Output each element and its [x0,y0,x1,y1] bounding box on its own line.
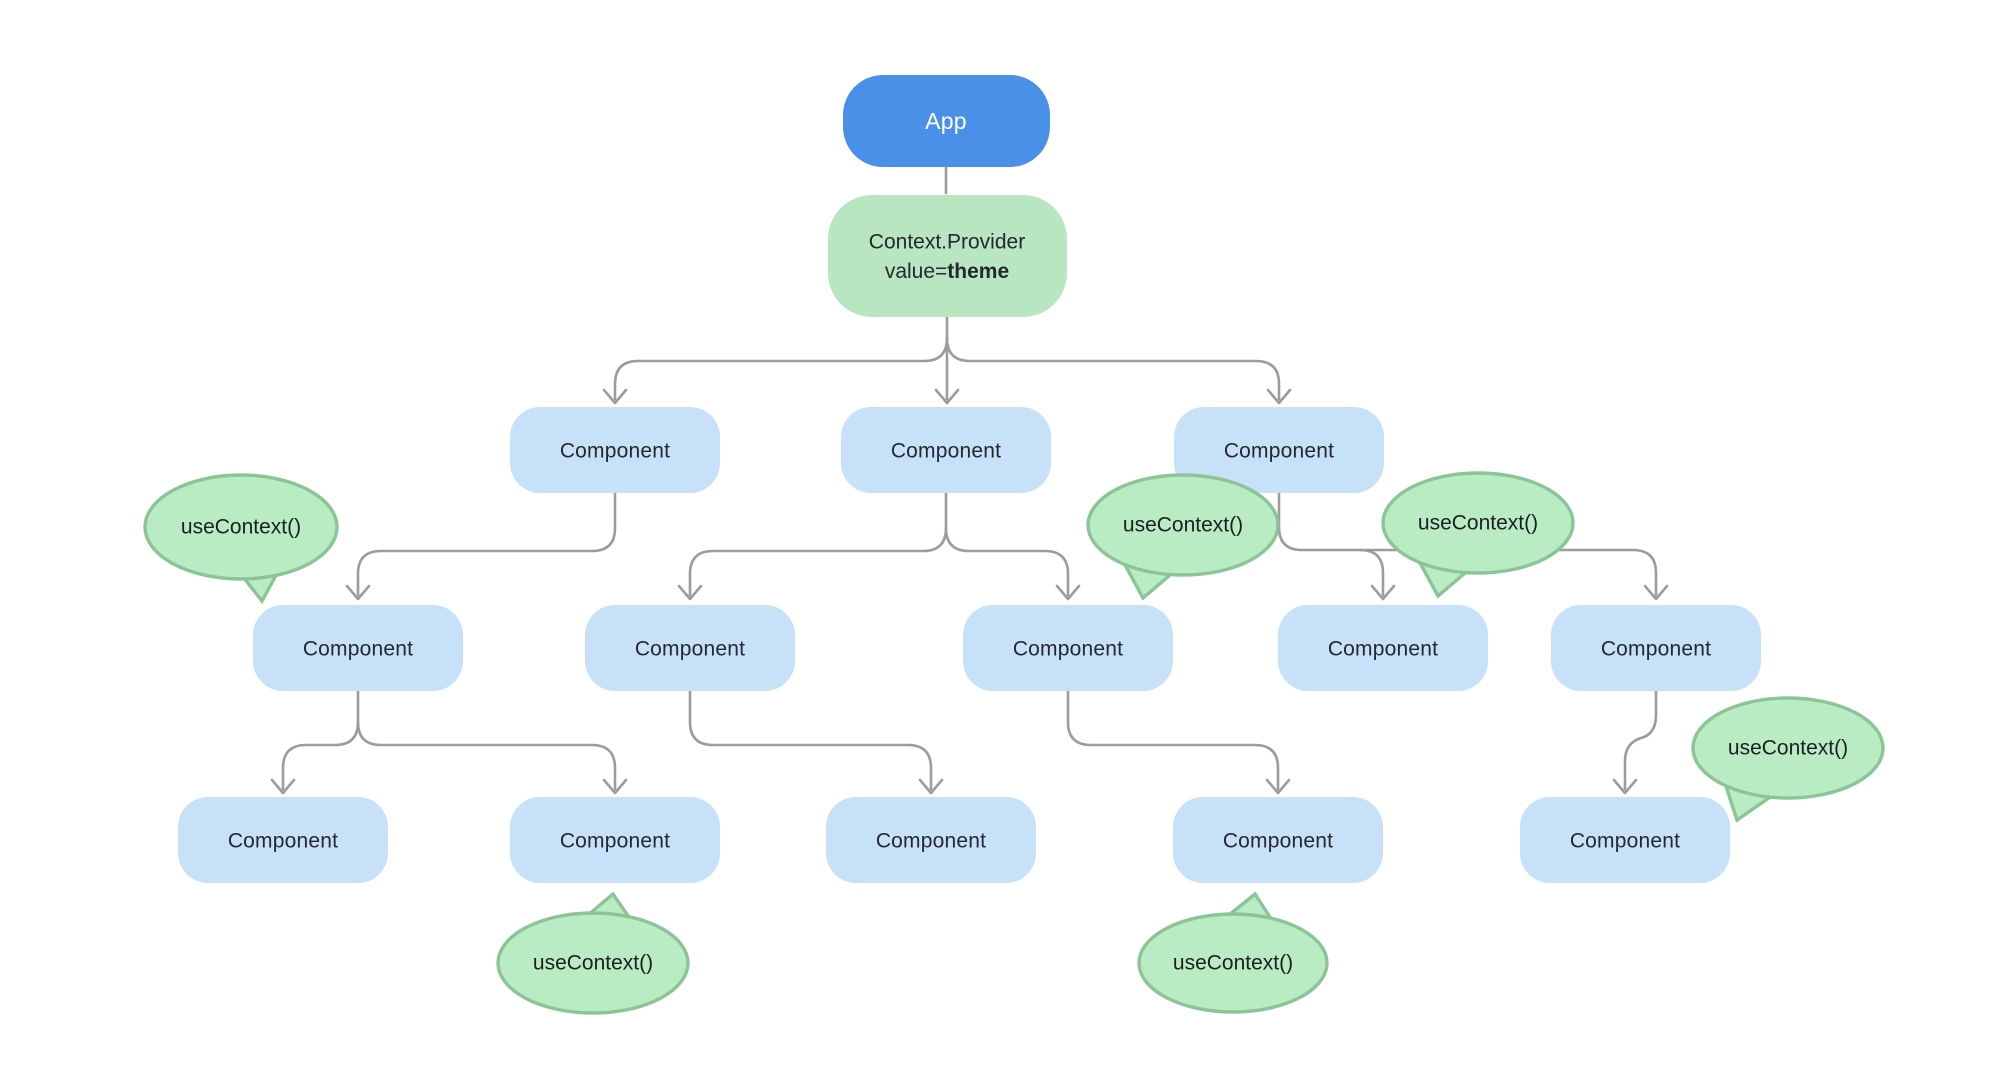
usecontext-bubble: useContext() [1137,891,1329,1014]
component-box [178,797,388,883]
component-box [963,605,1173,691]
component-box [826,797,1036,883]
edge-l2-1-to-l3-1 [356,491,617,597]
component-label: Component [1570,830,1680,853]
component-node: Component [1174,407,1384,493]
component-label: Component [560,440,670,463]
component-box [510,797,720,883]
bubble-label: useContext() [1123,514,1243,537]
edge-l2-3-to-l3-4 [1358,548,1385,597]
edge-l3-3-to-l4-4 [1066,689,1280,791]
component-node: Component [826,797,1036,883]
component-label: Component [1013,638,1123,661]
bubble-ellipse [1691,696,1885,800]
provider-prop-prefix: value= [885,260,947,283]
edge-l3-5-to-l4-5 [1623,689,1658,791]
edge-l3-1-to-l4-2 [356,720,617,791]
component-label: Component [1223,830,1333,853]
provider-prop-value: theme [947,260,1009,283]
component-node: Component [585,605,795,691]
component-label: Component [891,440,1001,463]
arrowhead [918,778,944,795]
component-node: Component [963,605,1173,691]
component-label: Component [1328,638,1438,661]
edges [270,165,1669,795]
provider-name: Context.Provider [869,231,1025,254]
usecontext-bubble: useContext() [1381,471,1575,599]
usecontext-bubble: useContext() [143,473,339,605]
component-label: Component [1601,638,1711,661]
app-box [843,75,1050,167]
provider-prop: value=theme [885,260,1009,283]
arrowhead [934,388,960,405]
edge-l2-2-to-l3-2 [688,491,948,597]
component-label: Component [560,830,670,853]
bubble-label: useContext() [1173,952,1293,975]
arrowhead [1265,778,1291,795]
component-label: Component [635,638,745,661]
app-label: App [925,108,967,134]
bubble-label: useContext() [1728,737,1848,760]
edge-provider-to-component-l2-1 [613,336,949,401]
component-box [1278,605,1488,691]
arrowhead [1643,584,1669,601]
component-node: Component [841,407,1051,493]
provider-node: Context.Provider value=theme [828,195,1067,317]
app-node: App [843,75,1050,167]
edge-l2-2-to-l3-3 [944,526,1070,597]
bubble-ellipse [1086,473,1280,577]
edge-l3-2-to-l4-3 [688,689,933,791]
arrowhead [1055,584,1081,601]
usecontext-bubble: useContext() [496,891,690,1015]
arrowhead [1612,778,1638,795]
usecontext-bubble: useContext() [1086,473,1280,601]
bubble-ellipse [496,911,690,1015]
component-node: Component [510,797,720,883]
bubble-ellipse [1381,471,1575,575]
component-box [253,605,463,691]
bubble-ellipse [1137,912,1329,1014]
edge-l3-1-to-l4-1 [281,689,360,791]
component-box [510,407,720,493]
component-box [1520,797,1730,883]
arrowhead [1266,388,1292,405]
component-box [841,407,1051,493]
component-node: Component [1173,797,1383,883]
arrowhead [677,584,703,601]
component-node: Component [1278,605,1488,691]
arrowhead [602,778,628,795]
component-label: Component [1224,440,1334,463]
component-label: Component [876,830,986,853]
component-label: Component [303,638,413,661]
component-node: Component [178,797,388,883]
component-box [1551,605,1761,691]
arrowhead [270,778,296,795]
component-node: Component [253,605,463,691]
usecontext-bubble: useContext() [1691,696,1885,823]
component-label: Component [228,830,338,853]
component-node: Component [510,407,720,493]
arrowhead [345,584,371,601]
bubble-label: useContext() [1418,512,1538,535]
component-box [1174,407,1384,493]
component-box [585,605,795,691]
bubble-label: useContext() [181,516,301,539]
arrowhead [602,388,628,405]
arrowhead [1370,584,1396,601]
component-box [1173,797,1383,883]
bubble-label: useContext() [533,952,653,975]
component-node: Component [1551,605,1761,691]
edge-provider-to-component-l2-3 [945,336,1281,401]
component-node: Component [1520,797,1730,883]
provider-box [828,195,1067,317]
bubble-ellipse [143,473,339,581]
